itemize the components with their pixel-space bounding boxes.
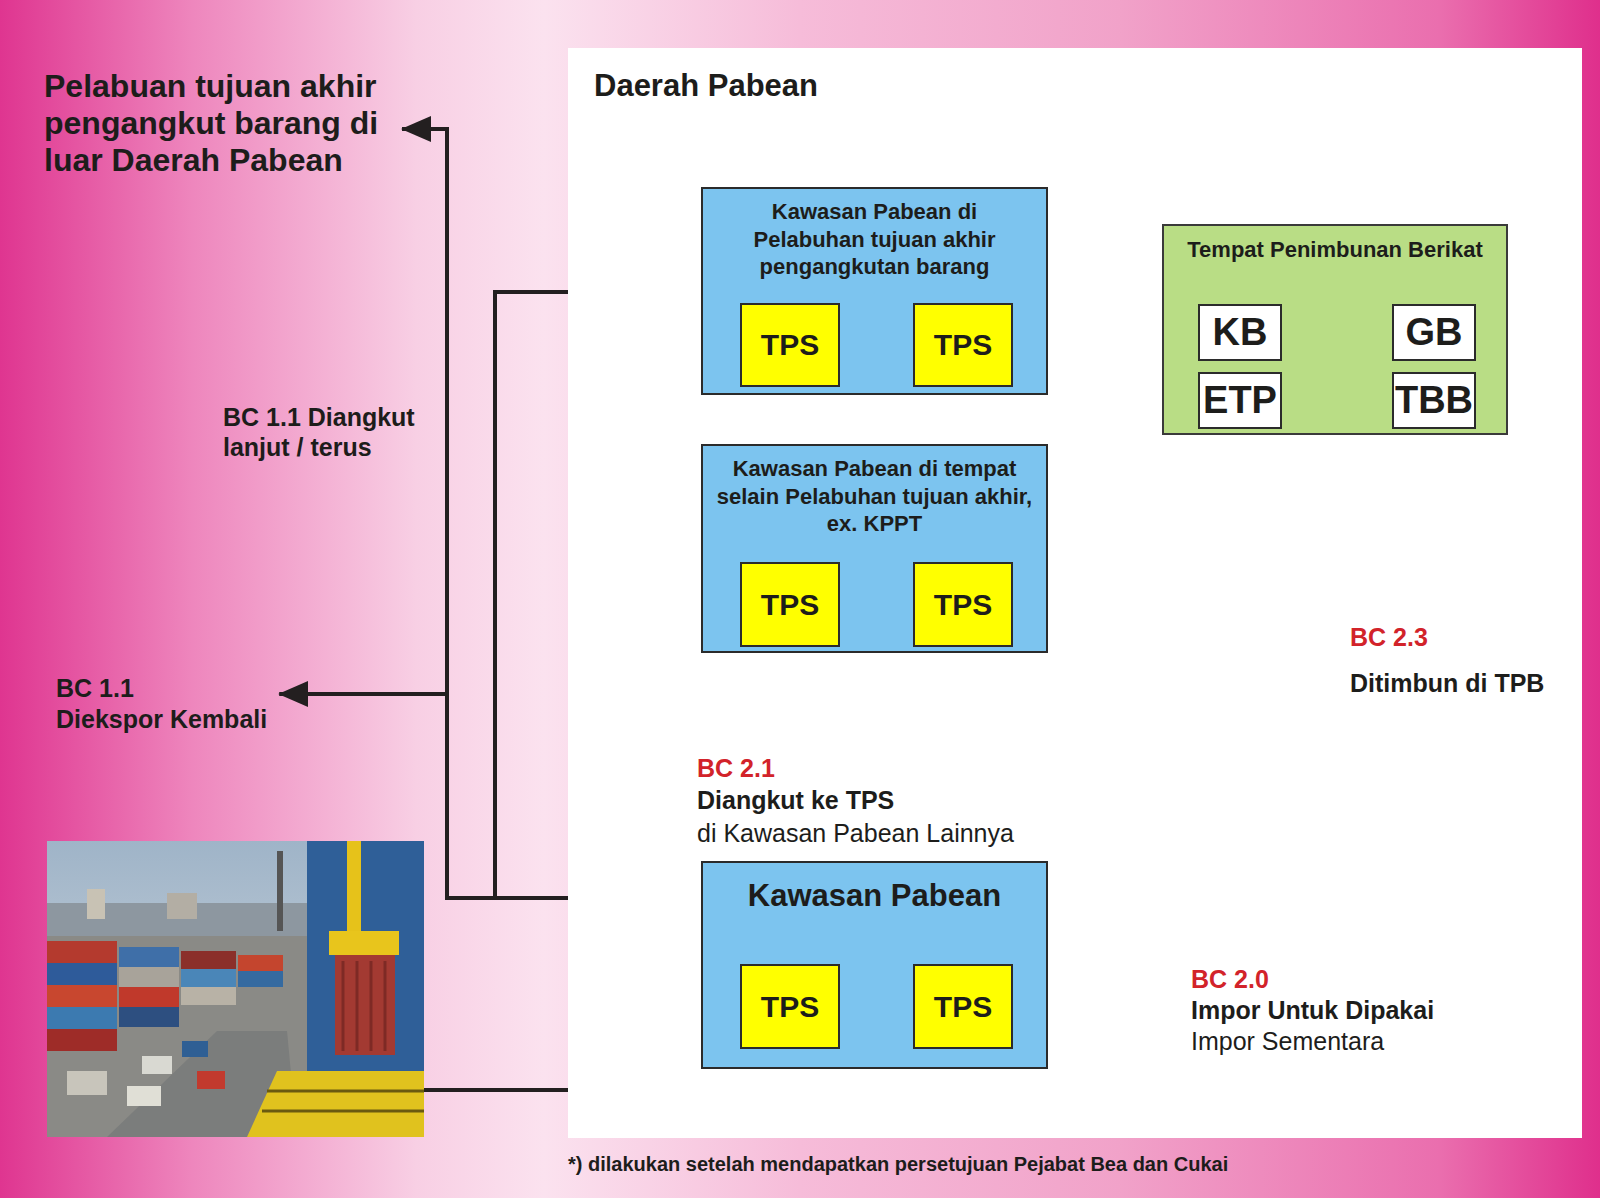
tps-box: TPS bbox=[740, 964, 840, 1049]
bonded-zone-box: Tempat Penimbunan BerikatKB GB ETP TBB bbox=[1162, 224, 1508, 435]
route-label: Diangkut ke TPS bbox=[697, 785, 894, 815]
tps-box: TPS bbox=[740, 562, 840, 647]
node-heading: TPS bbox=[761, 990, 819, 1024]
tps-box: TPS bbox=[913, 964, 1013, 1049]
node-text: Impor Sementara bbox=[1191, 1026, 1531, 1057]
destination-text: BC 1.1Diekspor Kembali bbox=[56, 673, 267, 735]
tps-box: TPS bbox=[740, 303, 840, 387]
customs-area-box: Kawasan PabeanTPS TPS bbox=[701, 861, 1048, 1069]
route-label: BC 1.1 Diangkut lanjut / terus bbox=[223, 402, 438, 462]
node-heading: TPS bbox=[761, 328, 819, 362]
node-heading: TPS bbox=[934, 990, 992, 1024]
node-heading: BC 2.0 bbox=[1191, 964, 1531, 995]
node-heading: ETP bbox=[1203, 379, 1277, 422]
tps-box: TPS bbox=[913, 303, 1013, 387]
node-heading: GB bbox=[1406, 311, 1463, 354]
node-heading: TPS bbox=[934, 328, 992, 362]
bonded-type-box: GB bbox=[1392, 304, 1476, 361]
node-heading: Kawasan Pabean bbox=[703, 863, 1046, 916]
route-code: BC 2.3 bbox=[1350, 622, 1428, 652]
bonded-type-box: TBB bbox=[1392, 372, 1476, 429]
destination-text: Pelabuan tujuan akhir pengangkut barang … bbox=[44, 68, 394, 178]
node-heading: KB bbox=[1213, 311, 1268, 354]
bonded-type-box: KB bbox=[1198, 304, 1282, 361]
node-heading: BC 1.1 bbox=[56, 673, 267, 704]
customs-area-box: Kawasan Pabean di tempat selain Pelabuha… bbox=[701, 444, 1048, 653]
customs-region: Daerah PabeanKawasan Pabean di Pelabuhan… bbox=[568, 48, 1582, 1138]
route-code: BC 2.1 bbox=[697, 753, 775, 783]
bonded-type-box: ETP bbox=[1198, 372, 1282, 429]
node-heading: Tempat Penimbunan Berikat bbox=[1164, 226, 1506, 264]
node-text: Impor Untuk Dipakai bbox=[1191, 995, 1531, 1026]
destination-text: BC 2.0Impor Untuk DipakaiImpor Sementara bbox=[1191, 964, 1531, 1057]
node-heading: Pelabuan tujuan akhir pengangkut barang … bbox=[44, 68, 394, 178]
route-label: di Kawasan Pabean Lainnya bbox=[697, 818, 1014, 848]
node-heading: Kawasan Pabean di tempat selain Pelabuha… bbox=[703, 446, 1046, 538]
node-heading: TPS bbox=[761, 588, 819, 622]
footnote-caption: *) dilakukan setelah mendapatkan persetu… bbox=[568, 1153, 1228, 1176]
tps-box: TPS bbox=[913, 562, 1013, 647]
node-text: Diekspor Kembali bbox=[56, 704, 267, 735]
node-heading: TPS bbox=[934, 588, 992, 622]
node-heading: Daerah Pabean bbox=[594, 68, 818, 104]
customs-area-box: Kawasan Pabean di Pelabuhan tujuan akhir… bbox=[701, 187, 1048, 395]
node-heading: Kawasan Pabean di Pelabuhan tujuan akhir… bbox=[703, 189, 1046, 281]
route-label: Ditimbun di TPB bbox=[1350, 668, 1544, 698]
node-heading: TBB bbox=[1395, 379, 1473, 422]
